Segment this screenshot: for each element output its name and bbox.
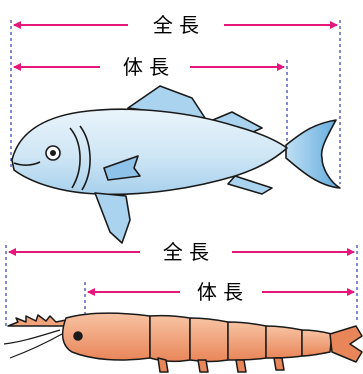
fish-tail-fin: [285, 119, 341, 189]
fish-pelvic-fin: [94, 192, 131, 244]
fish-anal-fin: [227, 175, 273, 195]
shrimp-rostrum: [7, 314, 71, 327]
fish-illustration: [11, 85, 341, 244]
shrimp-antennae: [3, 329, 61, 345]
fish-body-length-label: 体 長: [123, 55, 169, 79]
fish-guide-lines: [10, 20, 341, 184]
fish-mouth: [13, 161, 41, 166]
shrimp-head: [61, 312, 151, 361]
fish-gill: [69, 127, 81, 189]
shrimp-segment-2: [189, 317, 229, 363]
shrimp-segment-4: [265, 325, 303, 359]
fish-total-length-label: 全 長: [153, 13, 199, 37]
shrimp-eye: [73, 331, 83, 341]
shrimp-total-length-label: 全 長: [163, 240, 209, 264]
fish-pectoral-fin: [103, 155, 141, 181]
shrimp-segment-1: [149, 314, 191, 363]
shrimp-segment-3: [227, 321, 267, 361]
shrimp-legs: [157, 357, 285, 373]
shrimp-segment-5: [301, 329, 333, 357]
shrimp-illustration: [3, 312, 363, 373]
shrimp-body-length-label: 体 長: [197, 280, 243, 304]
shrimp-tail-fan: [329, 325, 363, 363]
